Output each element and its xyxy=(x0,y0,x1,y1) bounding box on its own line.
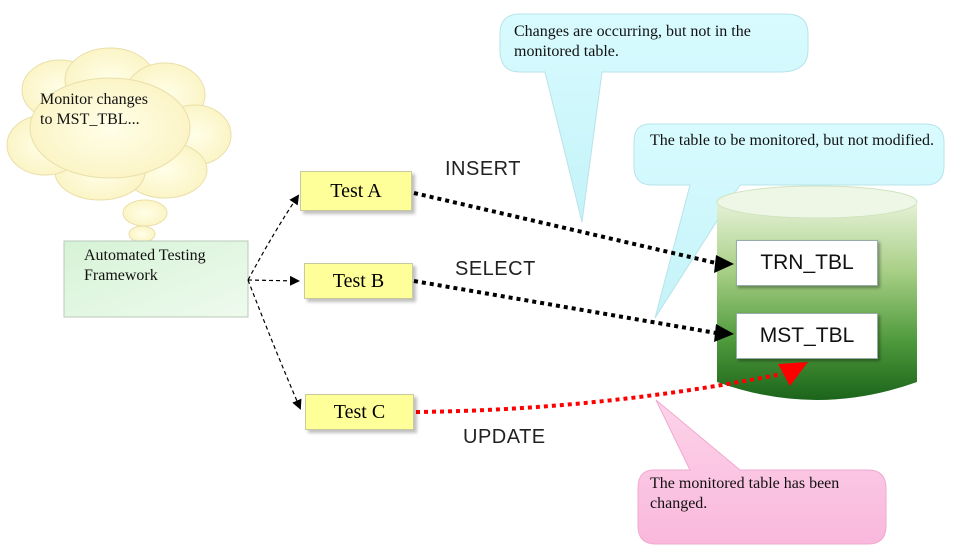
database-cylinder xyxy=(716,185,918,400)
callout-changes-shape xyxy=(499,13,809,223)
framework-box-shape xyxy=(63,240,249,318)
test-a-box[interactable]: Test A xyxy=(300,171,412,211)
framework-connectors xyxy=(247,194,302,410)
update-label: UPDATE xyxy=(463,426,546,448)
update-arrowhead xyxy=(778,362,808,386)
thought-text: Monitor changes to MST_TBL... xyxy=(40,91,148,128)
callout-changed-text: The monitored table has been changed. xyxy=(650,475,840,512)
operation-arrows xyxy=(413,191,783,414)
thought-cloud xyxy=(6,47,232,243)
callout-changes-text: Changes are occurring, but not in the mo… xyxy=(514,23,751,60)
trn-tbl-label: TRN_TBL xyxy=(760,251,854,274)
trn-tbl-box[interactable]: TRN_TBL xyxy=(736,240,878,286)
select-arrowhead xyxy=(714,324,734,342)
callout-monitored-text: The table to be monitored, but not modif… xyxy=(650,132,934,149)
insert-arrowhead xyxy=(714,255,734,273)
insert-label: INSERT xyxy=(445,158,521,180)
callout-changed-shape xyxy=(637,399,887,545)
select-label: SELECT xyxy=(455,258,536,280)
test-a-label: Test A xyxy=(330,179,382,202)
test-c-box[interactable]: Test C xyxy=(305,394,414,430)
test-c-label: Test C xyxy=(333,400,386,423)
test-b-label: Test B xyxy=(332,269,385,292)
mst-tbl-box[interactable]: MST_TBL xyxy=(736,313,878,359)
framework-label: Automated Testing Framework xyxy=(84,247,206,284)
callout-monitored-shape xyxy=(633,123,945,319)
mst-tbl-label: MST_TBL xyxy=(759,324,855,347)
test-b-box[interactable]: Test B xyxy=(304,263,413,299)
